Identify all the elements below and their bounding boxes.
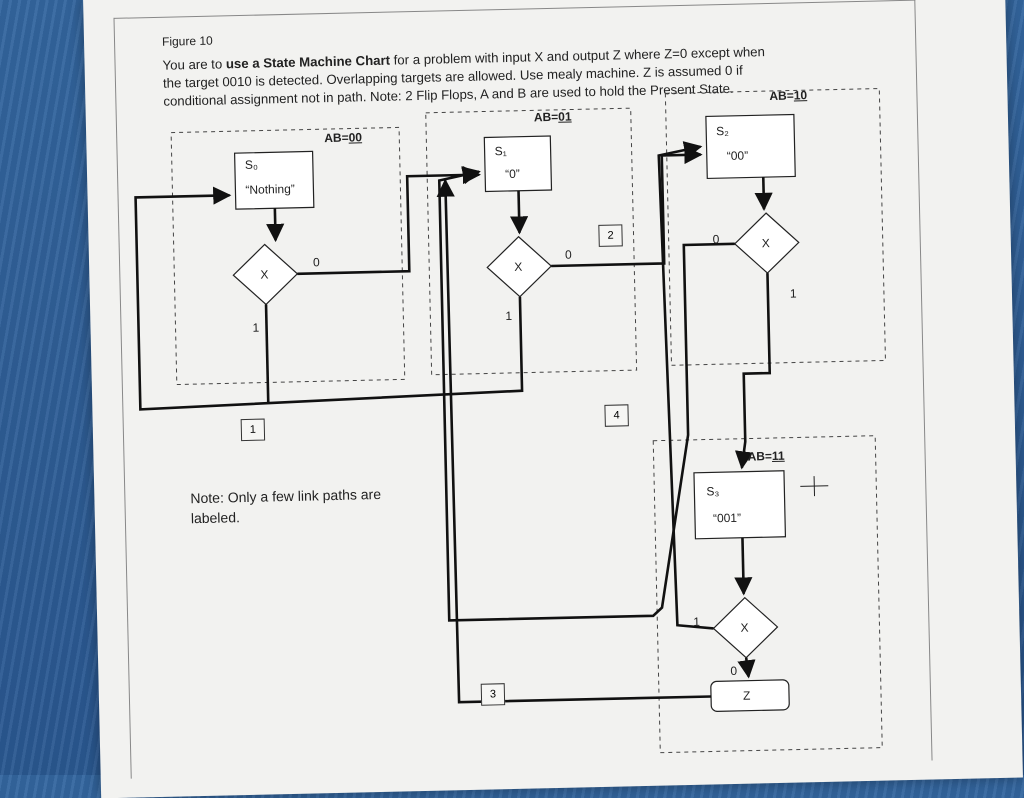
link-s1-box-to-diamond bbox=[519, 191, 520, 233]
link-s1-x0-to-s2 bbox=[549, 155, 703, 266]
link-s0-x0-to-s1 bbox=[295, 175, 481, 274]
state-output-s3: “001” bbox=[713, 511, 741, 526]
path-label-4: 4 bbox=[604, 404, 628, 427]
link-s0-box-to-diamond bbox=[275, 208, 276, 240]
decision-x-s2: X bbox=[762, 236, 770, 250]
state-output-s1: “0” bbox=[505, 167, 520, 181]
state-name-s3: S₃ bbox=[706, 484, 719, 498]
state-output-s2: “00” bbox=[727, 149, 749, 163]
conditional-output-z: Z bbox=[743, 689, 751, 703]
path-label-3: 3 bbox=[481, 683, 505, 706]
branch-1-s2: 1 bbox=[790, 286, 797, 300]
path-label-1: 1 bbox=[241, 419, 265, 442]
state-name-s0: S₀ bbox=[245, 158, 258, 172]
state-output-s0: “Nothing” bbox=[245, 182, 295, 197]
decision-x-s1: X bbox=[514, 260, 522, 274]
branch-0-s2: 0 bbox=[713, 232, 720, 246]
ab-label-s0: AB=00 bbox=[324, 130, 362, 145]
ab-label-s2: AB=10 bbox=[769, 88, 807, 103]
paper-sheet: Figure 10 You are to use a State Machine… bbox=[83, 0, 1023, 798]
branch-1-s0: 1 bbox=[252, 321, 259, 335]
link-s3-box-to-diamond bbox=[742, 538, 743, 594]
decision-x-s3: X bbox=[740, 621, 748, 635]
branch-0-s0: 0 bbox=[313, 255, 320, 269]
ab-label-s1: AB=01 bbox=[534, 110, 572, 125]
branch-0-s1: 0 bbox=[565, 248, 572, 262]
note-text: Note: Only a few link paths are labeled. bbox=[190, 483, 431, 528]
path-label-2: 2 bbox=[598, 224, 622, 247]
branch-0-s3: 0 bbox=[730, 664, 737, 678]
ab-label-s3: AB=11 bbox=[747, 449, 784, 464]
decision-x-s0: X bbox=[260, 267, 268, 281]
link-s0-x1-return bbox=[266, 304, 268, 402]
branch-1-s1: 1 bbox=[505, 309, 512, 323]
state-box-s3 bbox=[694, 471, 785, 539]
branch-1-s3: 1 bbox=[693, 615, 700, 629]
link-s3-diamond-to-z bbox=[746, 658, 748, 677]
state-name-s2: S₂ bbox=[716, 124, 729, 138]
state-name-s1: S₁ bbox=[494, 144, 506, 158]
link-s2-box-to-diamond bbox=[763, 177, 764, 209]
link-s1-x1-return-path1 bbox=[136, 189, 523, 410]
